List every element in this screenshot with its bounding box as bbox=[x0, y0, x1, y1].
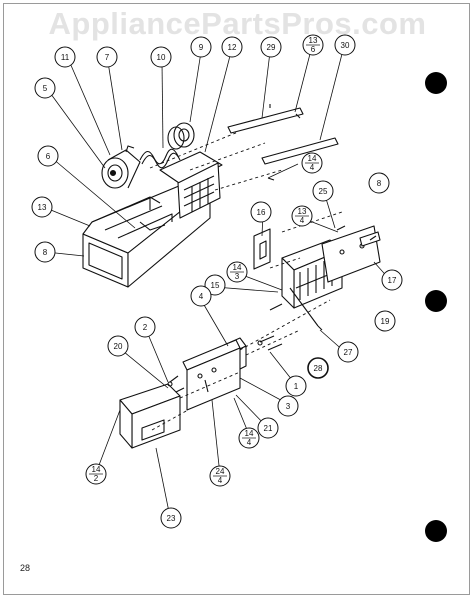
svg-text:9: 9 bbox=[199, 43, 204, 52]
svg-text:25: 25 bbox=[319, 187, 328, 196]
bracket-bars bbox=[227, 104, 339, 165]
callout-21: 21 bbox=[257, 417, 279, 439]
svg-text:4: 4 bbox=[218, 476, 223, 485]
svg-text:28: 28 bbox=[314, 364, 323, 373]
callout-6: 6 bbox=[37, 145, 59, 167]
callout-7: 7 bbox=[96, 46, 118, 68]
svg-text:27: 27 bbox=[344, 348, 353, 357]
svg-text:4: 4 bbox=[310, 163, 315, 172]
punch-hole-top bbox=[425, 72, 447, 94]
svg-text:1: 1 bbox=[294, 382, 299, 391]
page-border bbox=[3, 3, 470, 595]
bearing-ring bbox=[167, 122, 195, 150]
callout-8-right: 8 bbox=[368, 172, 390, 194]
punch-hole-bottom bbox=[425, 520, 447, 542]
svg-text:13: 13 bbox=[309, 36, 318, 45]
callout-1: 1 bbox=[285, 375, 307, 397]
callout-23: 23 bbox=[160, 507, 182, 529]
callout-9: 9 bbox=[190, 36, 212, 58]
callout-24-4: 244 bbox=[209, 465, 231, 487]
svg-text:14: 14 bbox=[245, 429, 254, 438]
watermark: AppliancePartsPros.com bbox=[48, 6, 427, 41]
callout-25: 25 bbox=[312, 180, 334, 202]
svg-text:20: 20 bbox=[114, 342, 123, 351]
callout-29: 29 bbox=[260, 36, 282, 58]
callout-13: 13 bbox=[31, 196, 53, 218]
callout-12: 12 bbox=[221, 36, 243, 58]
svg-text:3: 3 bbox=[235, 272, 240, 281]
svg-text:23: 23 bbox=[167, 514, 176, 523]
base-tray bbox=[119, 383, 181, 449]
svg-text:3: 3 bbox=[286, 402, 291, 411]
mounting-clip bbox=[253, 228, 271, 270]
callout-14-2: 142 bbox=[85, 463, 107, 485]
svg-text:19: 19 bbox=[381, 317, 390, 326]
callout-10: 10 bbox=[150, 46, 172, 68]
svg-text:10: 10 bbox=[157, 53, 166, 62]
page-number: 28 bbox=[20, 563, 31, 573]
svg-text:4: 4 bbox=[300, 216, 305, 225]
callout-5: 5 bbox=[34, 77, 56, 99]
svg-text:6: 6 bbox=[311, 45, 316, 54]
callout-16: 16 bbox=[250, 201, 272, 223]
callout-14-3: 143 bbox=[226, 261, 248, 283]
callout-13-6: 136 bbox=[302, 34, 324, 56]
svg-text:13: 13 bbox=[38, 203, 47, 212]
callout-20: 20 bbox=[107, 335, 129, 357]
svg-text:2: 2 bbox=[143, 323, 148, 332]
small-bracket bbox=[359, 231, 381, 247]
callout-27: 27 bbox=[337, 341, 359, 363]
callout-markers: 11 7 10 9 12 29 136 30 5 6 13 8 144 25 8… bbox=[31, 34, 403, 529]
motor-assembly bbox=[101, 145, 141, 189]
ice-tray bbox=[159, 151, 223, 219]
callout-14-4-top: 144 bbox=[301, 152, 323, 174]
svg-text:15: 15 bbox=[211, 281, 220, 290]
svg-text:14: 14 bbox=[92, 465, 101, 474]
screws bbox=[167, 177, 377, 393]
svg-text:21: 21 bbox=[264, 424, 273, 433]
svg-text:29: 29 bbox=[267, 43, 276, 52]
callout-19: 19 bbox=[374, 310, 396, 332]
callout-13-4: 134 bbox=[291, 205, 313, 227]
svg-text:5: 5 bbox=[43, 84, 48, 93]
svg-text:12: 12 bbox=[228, 43, 237, 52]
callout-30: 30 bbox=[334, 34, 356, 56]
callout-4: 4 bbox=[190, 285, 212, 307]
svg-text:6: 6 bbox=[46, 152, 51, 161]
svg-text:14: 14 bbox=[308, 154, 317, 163]
callout-11: 11 bbox=[54, 46, 76, 68]
auger-spring bbox=[139, 148, 181, 169]
svg-text:17: 17 bbox=[388, 276, 397, 285]
callout-14-4-bottom: 144 bbox=[238, 427, 260, 449]
callout-28: 28 bbox=[307, 357, 329, 379]
callout-17: 17 bbox=[381, 269, 403, 291]
valve-bracket bbox=[182, 339, 241, 411]
svg-text:2: 2 bbox=[94, 474, 99, 483]
svg-text:16: 16 bbox=[257, 208, 266, 217]
svg-text:4: 4 bbox=[199, 292, 204, 301]
svg-text:24: 24 bbox=[216, 467, 225, 476]
svg-text:13: 13 bbox=[298, 207, 307, 216]
punch-hole-middle bbox=[425, 290, 447, 312]
svg-text:8: 8 bbox=[43, 248, 48, 257]
svg-text:7: 7 bbox=[105, 53, 110, 62]
svg-text:8: 8 bbox=[377, 179, 382, 188]
callout-15: 15 bbox=[204, 274, 226, 296]
svg-text:4: 4 bbox=[247, 438, 252, 447]
callout-8-left: 8 bbox=[34, 241, 56, 263]
svg-text:11: 11 bbox=[61, 53, 70, 62]
callout-2: 2 bbox=[134, 316, 156, 338]
callout-3: 3 bbox=[277, 395, 299, 417]
svg-text:14: 14 bbox=[233, 263, 242, 272]
svg-text:30: 30 bbox=[341, 41, 350, 50]
